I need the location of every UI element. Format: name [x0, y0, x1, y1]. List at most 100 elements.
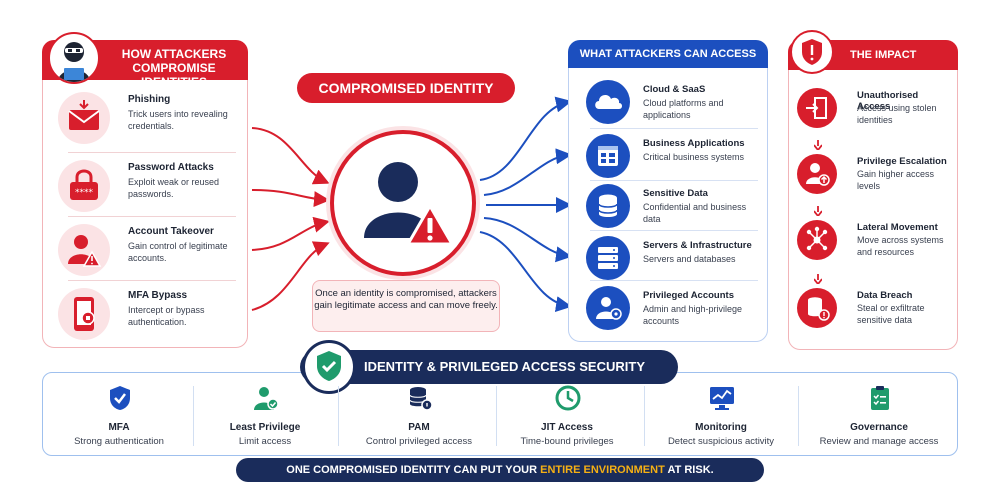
attack-item-takeover: Account Takeover Gain control of legitim…: [58, 224, 240, 280]
attack-title: Phishing: [128, 94, 171, 105]
shield-warning-icon: [790, 30, 834, 74]
access-item-sensitive-data: Sensitive Data Confidential and business…: [578, 184, 763, 236]
control-title: PAM: [408, 422, 430, 433]
control-jit-access: JIT Access Time-bound privileges: [492, 384, 642, 450]
impact-title: Privilege Escalation: [857, 156, 947, 167]
shield-check-icon: [302, 340, 356, 394]
arrow-down-icon: [814, 140, 822, 150]
impact-desc: Access using stolen identities: [857, 103, 937, 125]
access-item-servers: Servers & Infrastructure Servers and dat…: [578, 236, 763, 288]
control-title: Governance: [850, 422, 908, 433]
access-item-business-apps: Business Applications Critical business …: [578, 134, 763, 186]
control-desc: Limit access: [238, 436, 292, 447]
access-title: Privileged Accounts: [643, 290, 734, 301]
clock-icon: [555, 385, 581, 411]
divider: [590, 180, 758, 181]
access-desc: Cloud platforms and applications: [643, 98, 724, 120]
svg-text:****: ****: [75, 188, 94, 198]
access-title: Sensitive Data: [643, 188, 708, 199]
control-desc: Review and manage access: [819, 436, 939, 447]
impact-item-data-breach: Data Breach Steal or exfiltrate sensitiv…: [797, 288, 952, 344]
access-item-privileged: Privileged Accounts Admin and high-privi…: [578, 286, 763, 338]
control-desc: Strong authentication: [74, 436, 164, 447]
divider: [68, 216, 236, 217]
compromised-user-icon: [330, 130, 476, 276]
access-panel-title: WHAT ATTACKERS CAN ACCESS: [568, 40, 768, 68]
attack-title: MFA Bypass: [128, 290, 188, 301]
control-desc: Control privileged access: [365, 436, 473, 447]
phishing-email-icon: [58, 92, 110, 144]
control-least-privilege: Least Privilege Limit access: [190, 384, 340, 450]
impact-item-privilege-escalation: Privilege Escalation Gain higher access …: [797, 154, 952, 210]
security-title: IDENTITY & PRIVILEGED ACCESS SECURITY: [300, 350, 678, 384]
risk-banner-highlight: ENTIRE ENVIRONMENT: [540, 464, 665, 476]
access-desc: Servers and databases: [643, 254, 736, 264]
admin-user-icon: [586, 286, 630, 330]
shield-check-icon: [110, 386, 130, 410]
divider: [68, 152, 236, 153]
password-lock-icon: ****: [58, 160, 110, 212]
database-icon: [586, 184, 630, 228]
user-check-icon: [254, 387, 279, 410]
attack-desc: Exploit weak or reused passwords.: [128, 177, 220, 199]
attack-item-phishing: Phishing Trick users into revealing cred…: [58, 92, 240, 148]
access-desc: Critical business systems: [643, 152, 745, 162]
divider: [590, 280, 758, 281]
access-desc: Confidential and business data: [643, 202, 747, 224]
attack-item-password: **** Password Attacks Exploit weak or re…: [58, 160, 240, 216]
attack-methods-title: HOW ATTACKERS COMPROMISE IDENTITIES: [121, 47, 227, 89]
risk-banner-text-end: AT RISK.: [664, 464, 714, 476]
red-arrows: [251, 127, 330, 311]
control-mfa: MFA Strong authentication: [44, 384, 194, 450]
attack-title: Account Takeover: [128, 226, 214, 237]
divider: [644, 386, 645, 446]
impact-desc: Steal or exfiltrate sensitive data: [857, 303, 925, 325]
risk-banner: ONE COMPROMISED IDENTITY CAN PUT YOUR EN…: [236, 458, 764, 482]
door-enter-icon: [797, 88, 837, 128]
access-title: Cloud & SaaS: [643, 84, 706, 95]
network-nodes-icon: [797, 220, 837, 260]
divider: [338, 386, 339, 446]
divider: [590, 128, 758, 129]
attack-desc: Intercept or bypass authentication.: [128, 305, 205, 327]
app-window-icon: [586, 134, 630, 178]
divider: [496, 386, 497, 446]
divider: [193, 386, 194, 446]
attack-desc: Gain control of legitimate accounts.: [128, 241, 228, 263]
phone-lock-icon: [58, 288, 110, 340]
impact-title: Data Breach: [857, 290, 913, 301]
control-title: MFA: [108, 422, 130, 433]
cloud-icon: [586, 80, 630, 124]
security-controls-panel: [42, 372, 958, 456]
divider: [590, 230, 758, 231]
control-title: JIT Access: [541, 422, 593, 433]
clipboard-checklist-icon: [871, 386, 889, 410]
impact-title: Lateral Movement: [857, 222, 938, 233]
database-lock-icon: [409, 387, 433, 411]
impact-item-lateral-movement: Lateral Movement Move across systems and…: [797, 220, 952, 276]
impact-desc: Gain higher access levels: [857, 169, 935, 191]
divider: [68, 280, 236, 281]
attack-desc: Trick users into revealing credentials.: [128, 109, 228, 131]
user-warning-icon: [58, 224, 110, 276]
access-title: Business Applications: [643, 138, 745, 149]
impact-desc: Move across systems and resources: [857, 235, 944, 257]
attack-item-mfa-bypass: MFA Bypass Intercept or bypass authentic…: [58, 288, 240, 344]
monitor-chart-icon: [710, 387, 734, 410]
impact-item-unauthorised: Unauthorised Access Access using stolen …: [797, 88, 952, 144]
control-desc: Time-bound privileges: [520, 436, 614, 447]
hacker-icon: [48, 32, 100, 84]
database-warning-icon: [797, 288, 837, 328]
arrow-down-icon: [814, 206, 822, 216]
control-title: Least Privilege: [229, 422, 301, 433]
blue-arrows: [479, 96, 572, 313]
user-up-icon: [797, 154, 837, 194]
access-item-cloud: Cloud & SaaS Cloud platforms and applica…: [578, 80, 763, 132]
control-governance: Governance Review and manage access: [804, 384, 954, 450]
control-monitoring: Monitoring Detect suspicious activity: [646, 384, 796, 450]
control-desc: Detect suspicious activity: [667, 436, 775, 447]
risk-banner-text: ONE COMPROMISED IDENTITY CAN PUT YOUR: [286, 464, 541, 476]
control-pam: PAM Control privileged access: [344, 384, 494, 450]
